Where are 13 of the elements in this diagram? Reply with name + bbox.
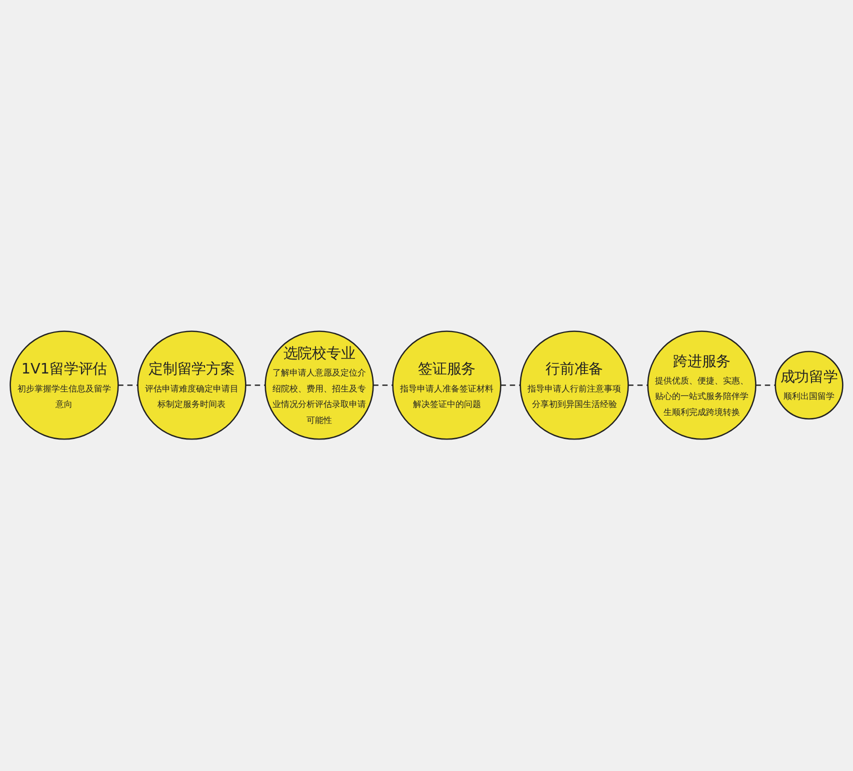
connector xyxy=(500,384,520,386)
node-circle: 选院校专业 了解申请人意愿及定位介绍院校、费用、招生及专业情况分析评估录取申请可能性 xyxy=(264,330,374,440)
connector xyxy=(246,384,266,386)
node-circle: 跨进服务 提供优质、便捷、实惠、贴心的一站式服务陪伴学生顺利完成跨境转换 xyxy=(647,330,756,440)
node-circle: 定制留学方案 评估申请难度确定申请目标制定服务时间表 xyxy=(137,330,246,440)
connector xyxy=(628,384,648,386)
node-circle: 行前准备 指导申请人行前注意事项分享初到异国生活经验 xyxy=(520,330,629,440)
connector xyxy=(118,384,138,386)
connector xyxy=(756,384,776,386)
node-circle: 1V1留学评估 初步掌握学生信息及留学意向 xyxy=(10,330,119,440)
connector xyxy=(373,384,393,386)
node-circle: 签证服务 指导申请人准备签证材料解决签证中的问题 xyxy=(392,330,502,440)
node-circle: 成功留学 顺利出国留学 xyxy=(774,351,844,420)
